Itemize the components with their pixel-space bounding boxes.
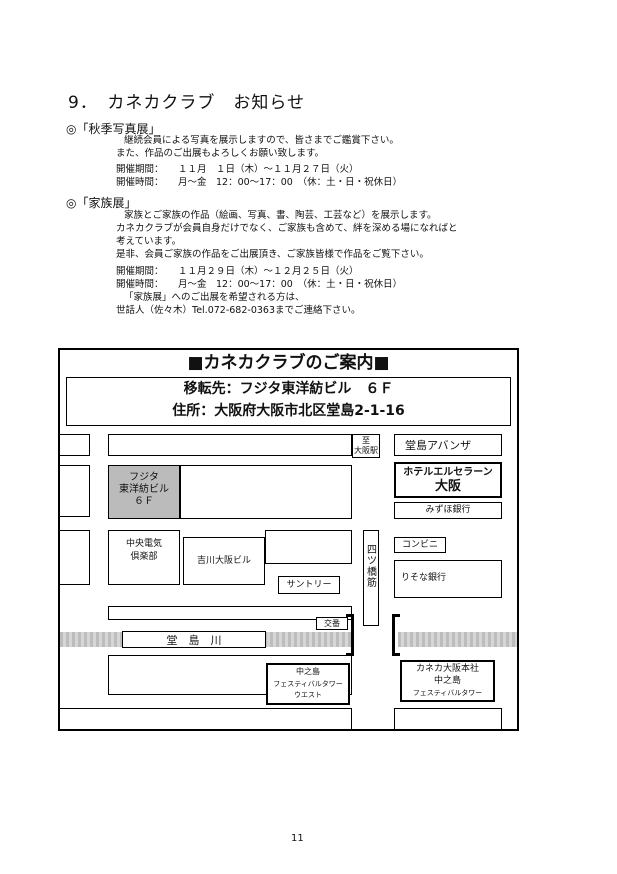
resona-label: りそな銀行 bbox=[401, 573, 447, 583]
section1-time-value: 月～金 12：00～17：00 （休：土・日・祝休日） bbox=[178, 177, 403, 188]
suntory: サントリー bbox=[278, 576, 340, 594]
section2-line-4: 是非、会員ご家族の作品をご出展頂き、ご家族皆様で作品をご覧下さい。 bbox=[116, 249, 429, 260]
suntory-label: サントリー bbox=[286, 580, 332, 590]
block-left-2 bbox=[60, 465, 90, 517]
section1-line-2: また、作品のご出展もよろしくお願い致します。 bbox=[116, 148, 325, 159]
page-number: 11 bbox=[291, 833, 304, 844]
resona-bank: りそな銀行 bbox=[394, 560, 502, 598]
chuo-denki-club: 中央電気 倶楽部 bbox=[108, 530, 180, 585]
nakanoshima-west-label-2: フェスティバルタワー bbox=[273, 680, 343, 688]
konbini-label: コンビニ bbox=[401, 540, 438, 550]
kaneka-label-2: 中之島 bbox=[433, 676, 461, 686]
block-bottom-right bbox=[394, 708, 502, 729]
dojima-river-label-box: 堂 島 川 bbox=[122, 631, 266, 648]
block-bottom-left bbox=[60, 708, 352, 729]
block-top-center bbox=[108, 434, 352, 456]
nakanoshima-west-label-3: ウエスト bbox=[294, 691, 322, 699]
mizuho-label: みずほ銀行 bbox=[425, 505, 471, 515]
yoshikawa-label: 吉川大阪ビル bbox=[196, 556, 251, 566]
section2-time-value: 月～金 12：00～17：00 （休：土・日・祝休日） bbox=[178, 279, 403, 290]
dojima-avanza: 堂島アバンザ bbox=[394, 434, 502, 456]
bridge-right bbox=[392, 614, 400, 656]
section2-period-label: 開催期間： bbox=[116, 266, 164, 277]
section2-period-value: １１月２９日（木）～１２月２５日（火） bbox=[178, 266, 359, 277]
yoshikawa-osaka-building: 吉川大阪ビル bbox=[183, 537, 265, 585]
block-top-left bbox=[60, 434, 90, 456]
dojima-river-right bbox=[398, 632, 517, 647]
fujita-label-3: ６Ｆ bbox=[134, 496, 154, 507]
access-map: ■カネカクラブのご案内■ 移転先：フジタ東洋紡ビル ６Ｆ 住所：大阪府大阪市北区… bbox=[58, 348, 519, 731]
section1-line-1: 継続会員による写真を展示しますので、皆さまでご鑑賞下さい。 bbox=[124, 135, 399, 146]
map-title: ■カネカクラブのご案内■ bbox=[187, 353, 390, 373]
fujita-toyobo-building: フジタ 東洋紡ビル ６Ｆ bbox=[108, 465, 180, 519]
nakanoshima-west-label-1: 中之島 bbox=[296, 667, 320, 676]
yotsubashi-label: 四ツ橋筋 bbox=[367, 545, 377, 589]
section2-line-1: 家族とご家族の作品（絵画、写真、書、陶芸、工芸など）を展示します。 bbox=[124, 210, 437, 221]
section1-time-label: 開催時間： bbox=[116, 177, 164, 188]
police-box: 交番 bbox=[316, 617, 348, 630]
bridge-left bbox=[346, 614, 354, 656]
address-text: 住所：大阪府大阪市北区堂島2-1-16 bbox=[172, 403, 405, 419]
chuo-denki-label-1: 中央電気 bbox=[125, 539, 162, 549]
section2-line-3: 考えています。 bbox=[116, 236, 182, 247]
section2-note-1: 「家族展」へのご出展を希望される方は、 bbox=[124, 292, 305, 303]
hotel-label-2: 大阪 bbox=[434, 479, 461, 494]
fujita-label-1: フジタ bbox=[129, 472, 159, 483]
page-heading: 9． カネカクラブ お知らせ bbox=[68, 93, 305, 113]
dojima-avanza-label: 堂島アバンザ bbox=[405, 439, 472, 452]
to-osaka-label-2: 大阪駅 bbox=[354, 446, 378, 455]
section2-time-label: 開催時間： bbox=[116, 279, 164, 290]
section1-title: ◎「秋季写真展」 bbox=[66, 122, 161, 136]
mizuho-bank: みずほ銀行 bbox=[394, 502, 502, 519]
to-osaka-label-1: 至 bbox=[362, 436, 370, 445]
move-to-text: 移転先：フジタ東洋紡ビル ６Ｆ bbox=[183, 381, 394, 397]
fujita-label-2: 東洋紡ビル bbox=[119, 484, 169, 495]
kaneka-label-3: フェスティバルタワー bbox=[412, 689, 483, 697]
hotel-label-1: ホテルエルセラーン bbox=[403, 467, 493, 478]
street-band bbox=[108, 606, 352, 620]
convenience-store: コンビニ bbox=[394, 537, 446, 553]
yotsubashi-street: 四ツ橋筋 bbox=[363, 530, 379, 626]
chuo-denki-label-2: 倶楽部 bbox=[130, 552, 158, 562]
to-osaka-station-box: 至 大阪駅 bbox=[352, 434, 380, 458]
section2-note-2: 世話人（佐々木）Tel.072-682-0363までご連絡下さい。 bbox=[116, 305, 361, 316]
section1-period-label: 開催期間： bbox=[116, 164, 164, 175]
dojima-river-label: 堂 島 川 bbox=[166, 634, 222, 647]
section2-line-2: カネカクラブが会員自身だけでなく、ご家族も含めて、絆を深める場になればと bbox=[116, 223, 458, 234]
block-left-3 bbox=[60, 530, 90, 585]
section2-title: ◎「家族展」 bbox=[66, 196, 137, 210]
kaneka-osaka-head-office: カネカ大阪本社 中之島 フェスティバルタワー bbox=[400, 660, 495, 702]
block-center-3 bbox=[265, 530, 352, 564]
block-center-2 bbox=[180, 465, 352, 519]
section1-period-value: １１月 １日（木）～１１月２７日（火） bbox=[178, 164, 359, 175]
kaneka-label-1: カネカ大阪本社 bbox=[415, 664, 479, 674]
nakanoshima-festival-tower-west: 中之島 フェスティバルタワー ウエスト bbox=[266, 663, 350, 705]
kouban-label: 交番 bbox=[324, 619, 340, 628]
address-box: 移転先：フジタ東洋紡ビル ６Ｆ 住所：大阪府大阪市北区堂島2-1-16 bbox=[66, 377, 511, 426]
hotel-elcerrano: ホテルエルセラーン 大阪 bbox=[394, 462, 502, 498]
